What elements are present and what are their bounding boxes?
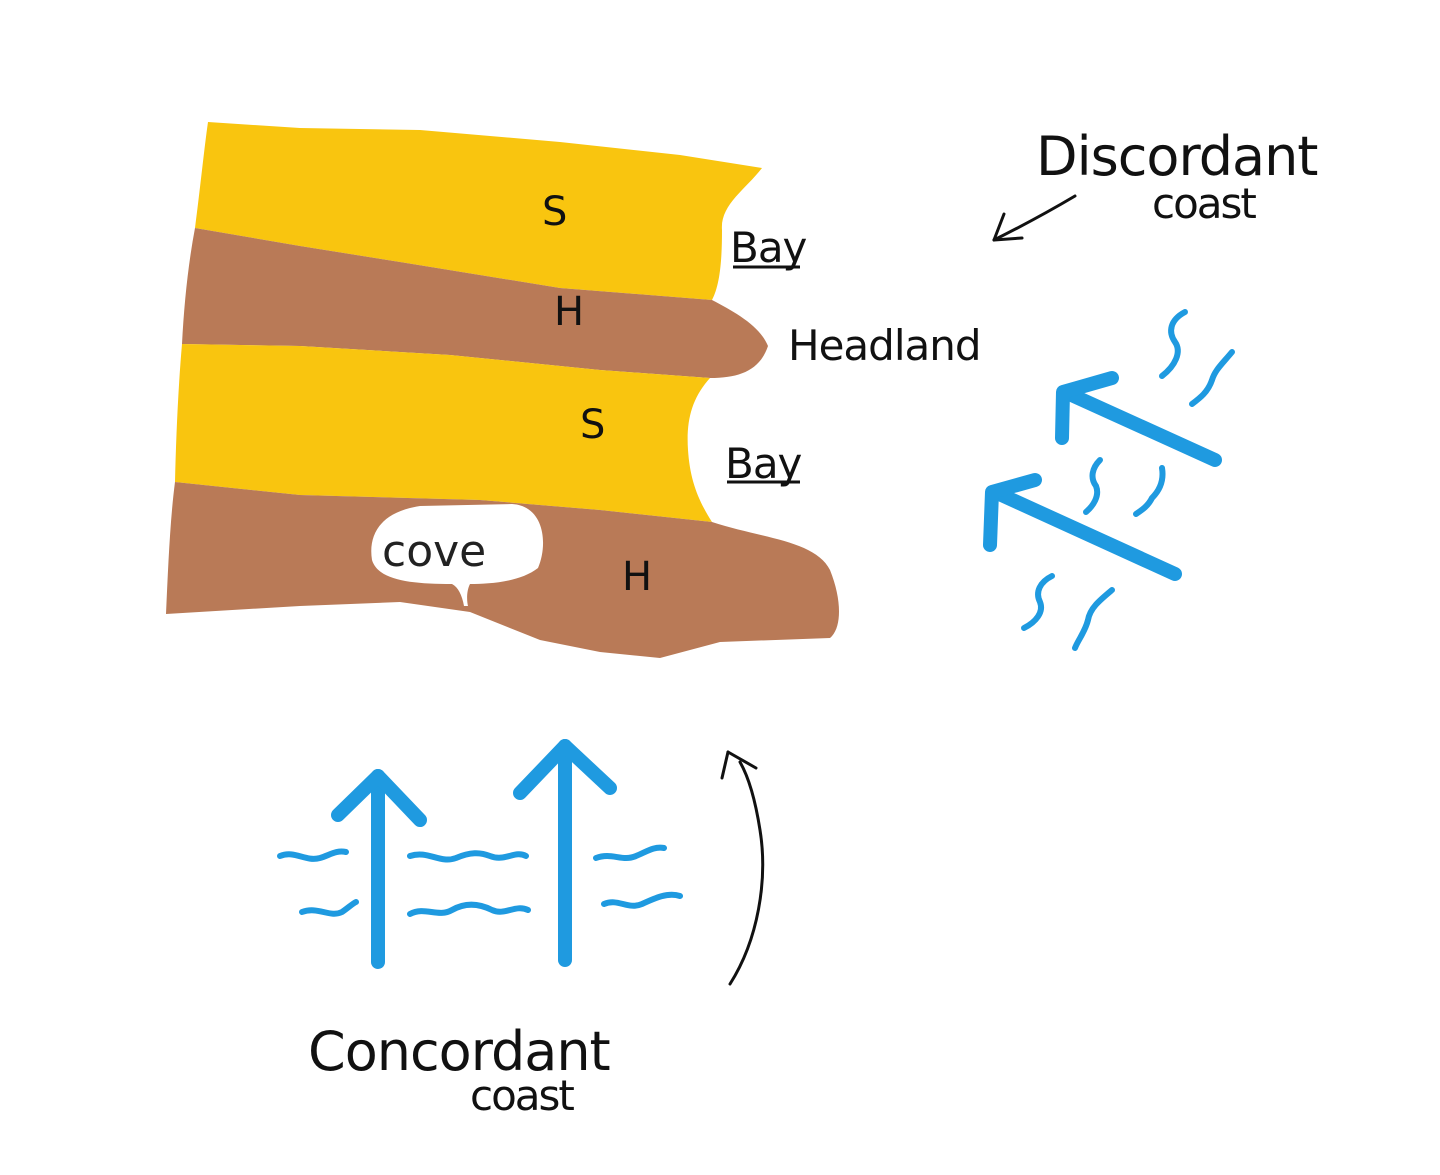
soft-rock-label-bottom: S bbox=[580, 402, 605, 448]
hard-rock-label-top: H bbox=[554, 289, 584, 335]
discordant-title: Discordant bbox=[1036, 125, 1317, 188]
concordant-title: Concordant bbox=[308, 1020, 610, 1083]
discordant-subtitle: coast bbox=[1152, 179, 1256, 228]
concordant-subtitle: coast bbox=[470, 1071, 574, 1120]
soft-rock-band-bottom bbox=[175, 344, 712, 522]
soft-rock-band-top bbox=[195, 122, 762, 300]
pointer-arrow-icon bbox=[992, 194, 1077, 242]
arrow-icon bbox=[983, 473, 1182, 581]
arrow-icon bbox=[513, 739, 617, 967]
cave-shape bbox=[371, 504, 544, 606]
wave-icon bbox=[1021, 309, 1235, 651]
bay-label-bottom: Bay bbox=[725, 439, 802, 488]
cave-label: cove bbox=[382, 526, 486, 577]
hard-rock-label-bottom: H bbox=[622, 554, 652, 600]
arrow-icon bbox=[331, 769, 427, 969]
pointer-arrow-icon bbox=[720, 750, 765, 986]
hard-rock-band-top bbox=[182, 228, 768, 378]
arrow-icon bbox=[1055, 371, 1222, 467]
soft-rock-label-top: S bbox=[542, 189, 567, 235]
headland-label: Headland bbox=[788, 321, 981, 370]
bay-label-top: Bay bbox=[730, 223, 807, 272]
wave-icon bbox=[277, 844, 683, 917]
